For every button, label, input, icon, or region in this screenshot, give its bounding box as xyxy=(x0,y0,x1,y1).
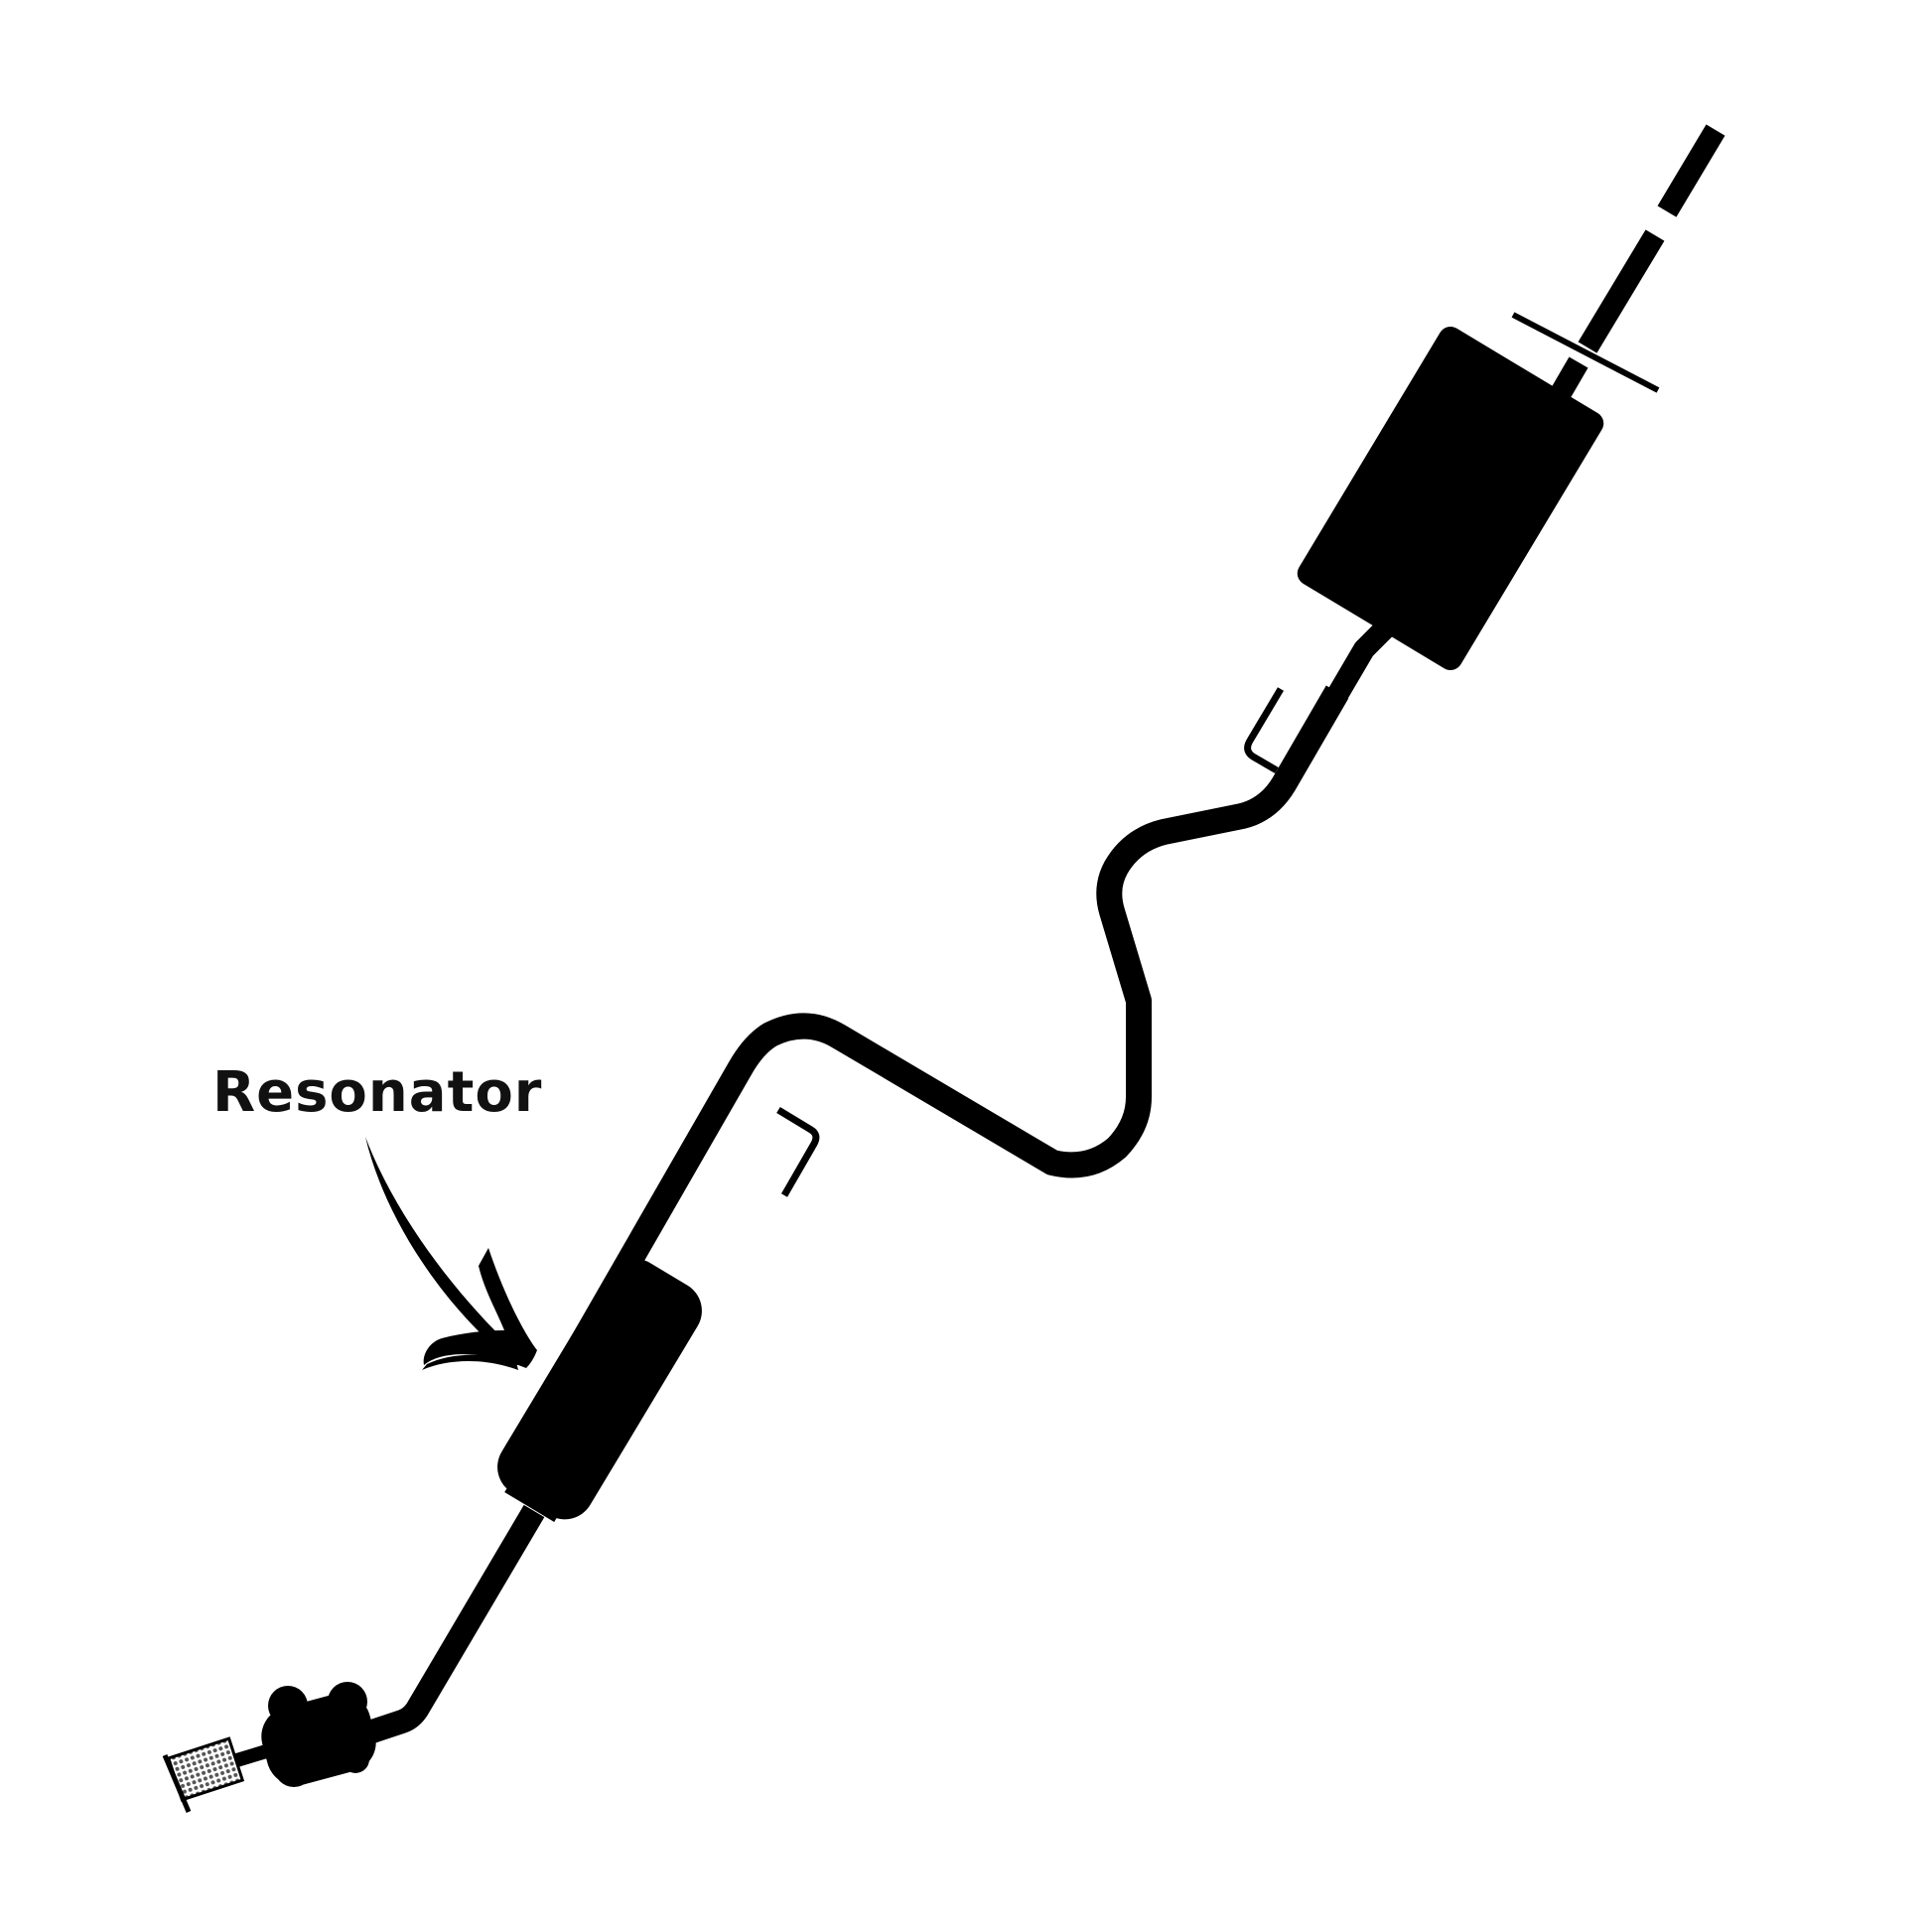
muffler-outlet-pipe xyxy=(1327,612,1402,701)
resonator-label: Resonator xyxy=(212,1060,543,1125)
hanger-bracket-upper xyxy=(1244,687,1285,774)
exhaust-pipe-main xyxy=(553,685,1349,1380)
curved-arrow-icon xyxy=(365,1137,537,1370)
exhaust-pipe-lower xyxy=(368,1504,545,1743)
pipe-clamp xyxy=(504,1458,566,1523)
exhaust-tip-icon xyxy=(162,1736,245,1813)
catalytic-converter-icon xyxy=(261,1682,376,1787)
inlet-pipe-top xyxy=(1511,124,1725,411)
hanger-bracket-middle xyxy=(776,1107,820,1197)
muffler-icon xyxy=(1297,326,1604,671)
resonator-icon xyxy=(497,1258,702,1520)
